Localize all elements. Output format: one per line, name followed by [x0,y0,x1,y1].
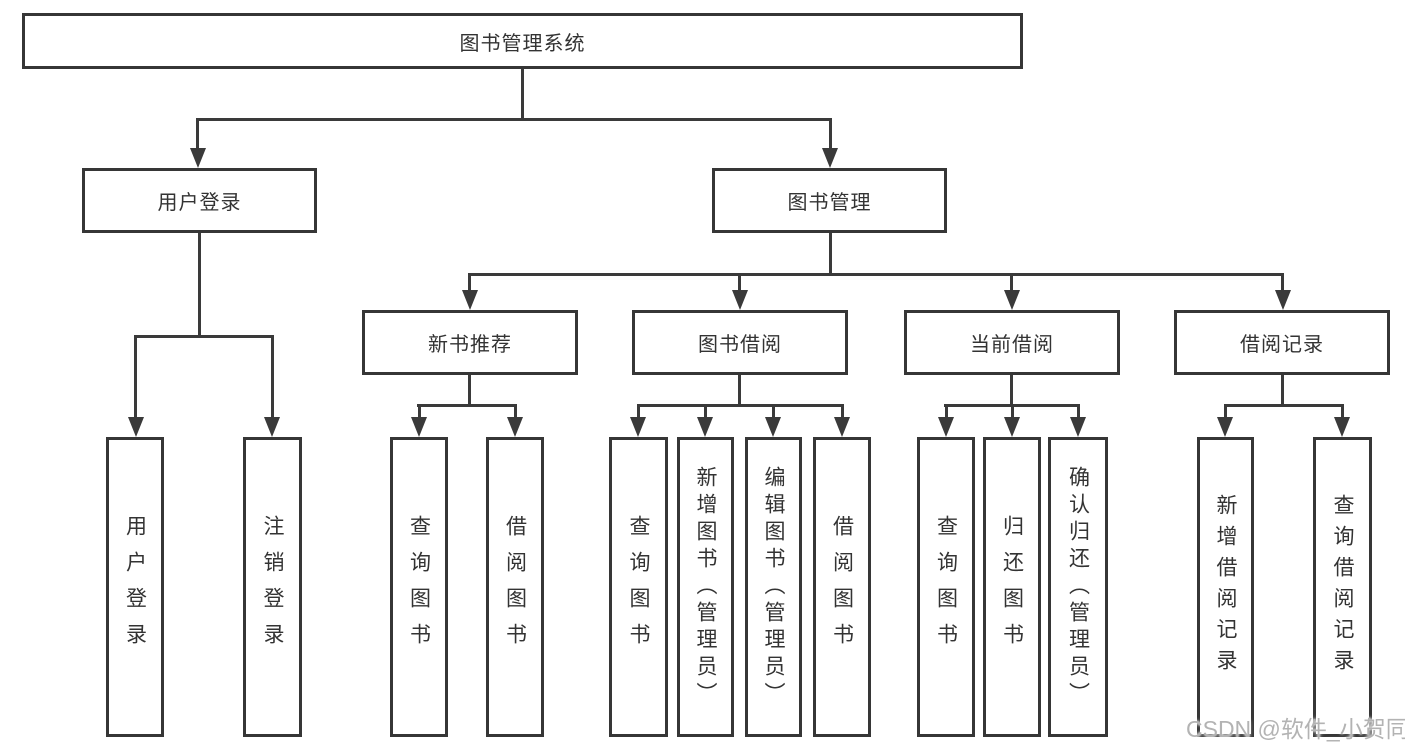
arrowhead-down-icon [765,417,781,437]
node-label: 图书借阅 [698,334,782,356]
leaf-query-books-current: 查询图书 [917,437,975,737]
leaf-user-login: 用户登录 [106,437,164,737]
arrowhead-down-icon [697,417,713,437]
arrowhead-down-icon [1070,417,1086,437]
leaf-borrow-books-newrec: 借阅图书 [486,437,544,737]
connector-stub-leaf [418,404,421,420]
leaf-edit-book-admin: 编辑图书（管理员） [745,437,802,737]
connector-stub-leaf [945,404,948,420]
connector-borrow-bar [637,404,844,407]
leaf-logout: 注销登录 [243,437,302,737]
leaf-confirm-return-admin: 确认归还（管理员） [1048,437,1108,737]
connector-stub-leaf [1341,404,1344,420]
arrowhead-down-icon [732,290,748,310]
leaf-add-borrow-record: 新增借阅记录 [1197,437,1254,737]
node-current-borrowing: 当前借阅 [904,310,1120,375]
connector-records-stem [1281,375,1284,405]
connector-user-login-bar [134,335,274,338]
node-label: 编辑图书（管理员） [762,465,785,709]
arrowhead-down-icon [1004,417,1020,437]
arrowhead-down-icon [822,148,838,168]
arrowhead-down-icon [411,417,427,437]
connector-root-stem [521,68,524,118]
node-label: 用户登录 [157,192,242,214]
connector-stub-leaf [1011,404,1014,420]
connector-stub-leaf [1077,404,1080,420]
arrowhead-down-icon [1004,290,1020,310]
connector-stub-leaf [514,404,517,420]
arrowhead-down-icon [1334,417,1350,437]
arrowhead-down-icon [1217,417,1233,437]
connector-stub-leaf [841,404,844,420]
connector-stub-current-borrow [1010,273,1013,293]
leaf-query-books-newrec: 查询图书 [390,437,448,737]
arrowhead-down-icon [630,417,646,437]
connector-newrec-bar [417,404,517,407]
arrowhead-down-icon [834,417,850,437]
node-label: 归还图书 [1000,515,1024,659]
node-user-login: 用户登录 [82,168,317,233]
node-label: 新书推荐 [428,334,512,356]
leaf-query-books-borrow: 查询图书 [609,437,668,737]
connector-stub-leaf-user-login [134,335,137,419]
node-label: 图书管理系统 [459,32,586,55]
node-label: 查询图书 [407,515,431,659]
node-label: 新增图书（管理员） [694,465,717,709]
connector-stub-borrow-records [1281,273,1284,293]
connector-current-stem [1010,375,1013,405]
node-label: 新增借阅记录 [1214,494,1237,680]
node-label: 用户登录 [123,515,147,659]
arrowhead-down-icon [1275,290,1291,310]
arrowhead-down-icon [264,417,280,437]
node-label: 借阅图书 [503,515,527,659]
arrowhead-down-icon [938,417,954,437]
leaf-add-book-admin: 新增图书（管理员） [677,437,734,737]
node-label: 查询图书 [934,515,958,659]
node-library-management-system: 图书管理系统 [22,13,1023,69]
connector-borrow-stem [738,375,741,405]
leaf-query-borrow-record: 查询借阅记录 [1313,437,1372,737]
leaf-borrow-books-borrow: 借阅图书 [813,437,871,737]
connector-newrec-stem [468,375,471,405]
csdn-watermark: CSDN @软件_小贺同学 [1186,716,1405,742]
connector-stub-leaf [704,404,707,420]
node-label: 注销登录 [261,515,284,659]
node-label: 查询图书 [627,515,650,659]
arrowhead-down-icon [507,417,523,437]
node-label: 确认归还（管理员） [1066,465,1090,709]
connector-user-login-stem [198,232,201,335]
connector-level3-bar [468,273,1284,276]
connector-stub-leaf [637,404,640,420]
connector-stub-book-management [829,118,832,150]
node-book-management: 图书管理 [712,168,947,233]
connector-stub-leaf [1224,404,1227,420]
node-borrowing-records: 借阅记录 [1174,310,1390,375]
connector-stub-leaf [772,404,775,420]
node-new-book-recommend: 新书推荐 [362,310,578,375]
node-label: 查询借阅记录 [1331,494,1354,680]
node-label: 图书管理 [787,192,872,214]
node-book-borrowing: 图书借阅 [632,310,848,375]
arrowhead-down-icon [128,417,144,437]
connector-stub-leaf-logout [271,335,274,419]
connector-stub-user-login [196,118,199,150]
node-label: 借阅记录 [1240,334,1324,356]
connector-stub-book-borrow [738,273,741,293]
node-label: 当前借阅 [970,334,1054,356]
connector-book-management-stem [829,233,832,273]
connector-records-bar [1224,404,1344,407]
leaf-return-books: 归还图书 [983,437,1041,737]
connector-stub-new-book [468,273,471,293]
arrowhead-down-icon [462,290,478,310]
node-label: 借阅图书 [830,515,854,659]
arrowhead-down-icon [190,148,206,168]
connector-level2-bar [196,118,832,121]
